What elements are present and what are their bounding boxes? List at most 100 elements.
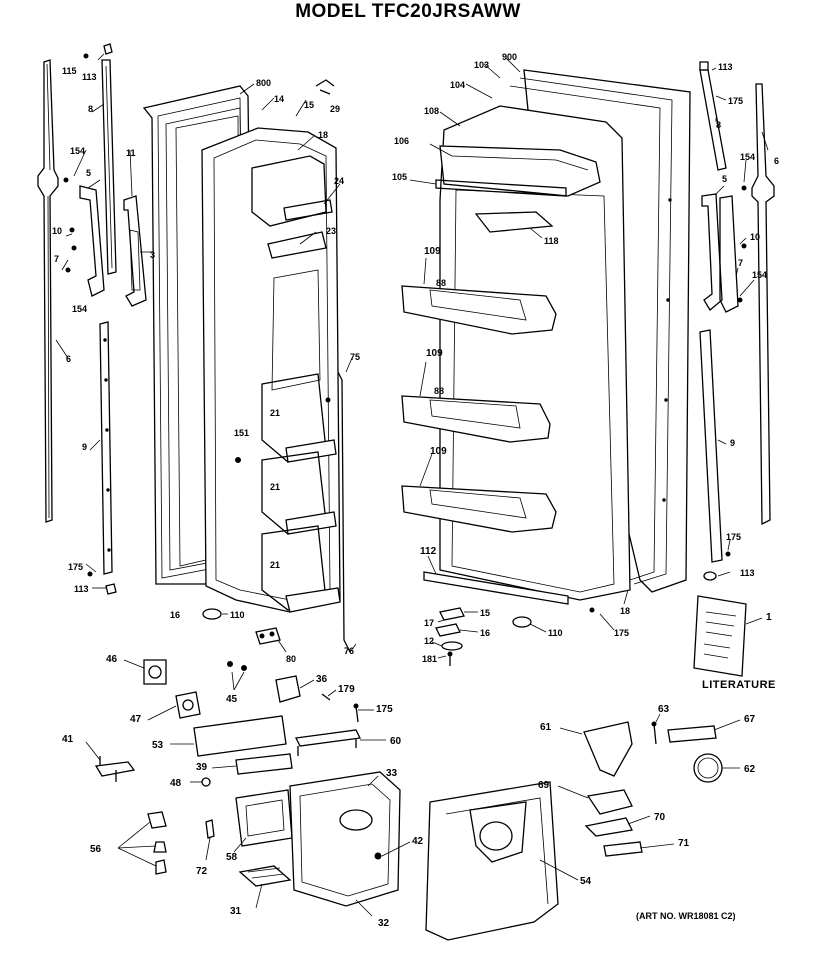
left-trim-strip [99, 321, 113, 575]
callout: 800 [256, 78, 271, 88]
callout: 72 [196, 866, 208, 877]
callout: 9 [82, 442, 87, 452]
callout: 10 [52, 226, 62, 236]
callout: 69 [538, 780, 550, 791]
callout: 154 [752, 270, 767, 280]
callout: 31 [230, 906, 242, 917]
callout: 18 [318, 130, 328, 140]
callout: 6 [66, 354, 71, 364]
right-gasket-strip [751, 83, 775, 526]
callout: 3 [150, 250, 155, 260]
callout: 8 [88, 104, 93, 114]
callout: 113 [740, 568, 755, 578]
callout: 70 [654, 812, 666, 823]
callout: 67 [744, 714, 756, 725]
art-number: (ART NO. WR18081 C2) [636, 911, 736, 921]
callout: 32 [378, 918, 390, 929]
freezer-door-liner [201, 127, 341, 613]
callout: 88 [436, 278, 446, 288]
callout: 7 [738, 258, 743, 268]
callout: 6 [774, 156, 779, 166]
callout: 179 [338, 684, 355, 695]
callout: 8 [716, 120, 721, 130]
callout: 23 [326, 226, 336, 236]
callout: 88 [434, 386, 444, 396]
callout: 80 [286, 654, 296, 664]
callout: 110 [548, 628, 563, 638]
callout: 103 [474, 60, 489, 70]
callout: 39 [196, 762, 208, 773]
callout: 113 [718, 62, 733, 72]
callout: 29 [330, 104, 340, 114]
callout: 16 [480, 628, 490, 638]
callout: 1 [766, 612, 772, 623]
callout: 105 [392, 172, 407, 182]
left-gasket-strip [37, 59, 59, 523]
callout: 115 [62, 66, 77, 76]
callout: 62 [744, 764, 756, 775]
callout: 21 [270, 560, 280, 570]
callout: 112 [420, 546, 437, 557]
callout: 109 [424, 246, 441, 257]
callout: 175 [376, 704, 393, 715]
literature-label: LITERATURE [702, 679, 776, 691]
callout: 10 [750, 232, 760, 242]
callout: 14 [274, 94, 284, 104]
hinge-hardware-cluster [435, 607, 465, 666]
callout: 7 [54, 254, 59, 264]
right-trim-strip [699, 329, 723, 563]
part-151-screw [235, 457, 241, 463]
callout: 109 [430, 446, 447, 457]
callout: 11 [126, 148, 136, 158]
callout: 106 [394, 136, 409, 146]
callout: 48 [170, 778, 182, 789]
callout: 76 [344, 646, 354, 656]
dispenser-parts [94, 659, 723, 941]
callout: 175 [728, 96, 743, 106]
callout: 47 [130, 714, 142, 725]
callout: 33 [386, 768, 398, 779]
callout: 9 [730, 438, 735, 448]
callout: 118 [544, 236, 559, 246]
screws-right [699, 61, 747, 581]
callout: 54 [580, 876, 592, 887]
callout: 53 [152, 740, 164, 751]
callout: 36 [316, 674, 328, 685]
callout: 41 [62, 734, 74, 745]
callout: 46 [106, 654, 118, 665]
callout: 15 [480, 608, 490, 618]
part-110-right [512, 616, 532, 628]
callout: 5 [86, 168, 91, 178]
literature-booklet [693, 595, 747, 677]
part-175-screw-right [589, 607, 595, 613]
callout: 5 [722, 174, 727, 184]
screws-left [63, 43, 117, 595]
callout: 175 [726, 532, 741, 542]
tube-75-76 [325, 371, 351, 653]
callout: 110 [230, 610, 245, 620]
callout: 181 [422, 654, 437, 664]
callout: 18 [620, 606, 630, 616]
callout: 16 [170, 610, 180, 620]
callout: 113 [82, 72, 97, 82]
callout: 60 [390, 736, 402, 747]
callout: 21 [270, 482, 280, 492]
callout: 151 [234, 428, 249, 438]
callout: 42 [412, 836, 424, 847]
part-29-clip [315, 79, 335, 95]
part-80-cluster [255, 627, 281, 645]
right-handle [701, 193, 739, 313]
left-hinge-strip [101, 59, 117, 275]
left-handle [79, 185, 147, 307]
right-hinge-strip [699, 69, 727, 171]
callout: 17 [424, 618, 434, 628]
callout: 12 [424, 636, 434, 646]
callout: 15 [304, 100, 314, 110]
callout-labels: 115 113 8 154 5 11 10 3 7 154 6 9 175 11… [52, 52, 779, 929]
callout: 154 [740, 152, 755, 162]
callout: 71 [678, 838, 690, 849]
callout: 75 [350, 352, 360, 362]
diagram-title: MODEL TFC20JRSAWW [295, 1, 521, 22]
callout: 63 [658, 704, 670, 715]
